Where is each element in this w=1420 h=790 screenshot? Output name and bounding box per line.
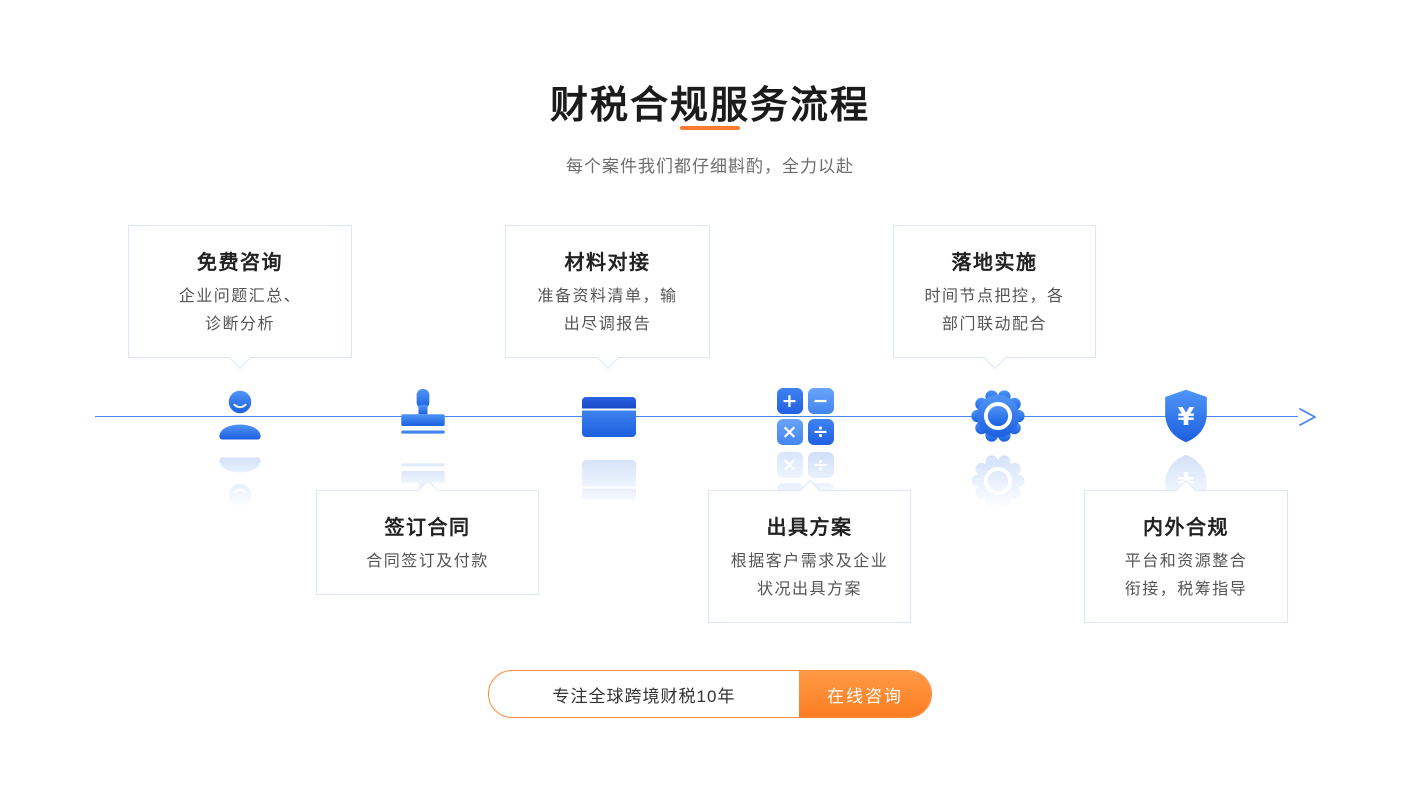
step-desc: 时间节点把控，各 部门联动配合	[924, 288, 1065, 333]
page-title: 财税合规服务流程	[549, 85, 870, 127]
step-card-free-consult: 免费咨询 企业问题汇总、 诊断分析	[128, 225, 352, 369]
calc-plus-cell: +	[776, 387, 803, 414]
document-card-icon	[577, 384, 641, 448]
step-card-compliance: 内外合规 平台和资源整合 衔接，税筹指导	[1084, 479, 1288, 623]
step-card-contract: 签订合同 合同签订及付款	[316, 479, 539, 595]
step-card-implementation: 落地实施 时间节点把控，各 部门联动配合	[893, 225, 1096, 369]
calc-minus-cell: −	[807, 387, 834, 414]
step-title: 材料对接	[564, 252, 651, 274]
card-pointer	[798, 479, 821, 501]
page-subtitle: 每个案件我们都仔细斟酌，全力以赴	[566, 157, 854, 176]
cta-tagline: 专注全球跨境财税10年	[552, 686, 736, 706]
yuan-symbol: ¥	[1177, 402, 1194, 431]
online-consult-button[interactable]: 在线咨询	[799, 671, 931, 717]
step-desc: 合同签订及付款	[366, 553, 489, 570]
step-card-material: 材料对接 准备资料清单，输 出尽调报告	[505, 225, 710, 369]
step-desc: 根据客户需求及企业 状况出具方案	[730, 553, 889, 598]
step-card-solution: 出具方案 根据客户需求及企业 状况出具方案	[708, 479, 911, 623]
cta-pill[interactable]: 专注全球跨境财税10年 在线咨询	[488, 670, 932, 718]
step-title: 签订合同	[384, 517, 471, 539]
step-title: 内外合规	[1143, 517, 1229, 539]
step-desc: 企业问题汇总、 诊断分析	[178, 288, 302, 333]
calc-divide-cell: ÷	[807, 418, 834, 445]
shield-yuan-icon: ¥	[1154, 384, 1218, 448]
badge-gear-icon	[966, 384, 1030, 448]
card-pointer	[983, 347, 1006, 369]
card-pointer	[229, 347, 251, 369]
step-desc: 平台和资源整合 衔接，税筹指导	[1124, 553, 1248, 598]
card-pointer	[416, 479, 439, 501]
card-pointer	[1175, 479, 1197, 501]
calc-multiply-cell: ×	[776, 418, 803, 445]
timeline-line	[95, 416, 1298, 417]
card-pointer	[596, 347, 619, 369]
step-title: 免费咨询	[197, 252, 283, 274]
stamp-icon	[391, 384, 455, 448]
timeline-arrow-icon	[1299, 408, 1316, 426]
step-title: 出具方案	[766, 517, 853, 539]
person-icon	[208, 384, 272, 448]
step-desc: 准备资料清单，输 出尽调报告	[537, 288, 678, 333]
step-title: 落地实施	[951, 252, 1038, 274]
calculator-icon: + − × ÷	[773, 384, 837, 448]
title-underline	[680, 126, 740, 130]
